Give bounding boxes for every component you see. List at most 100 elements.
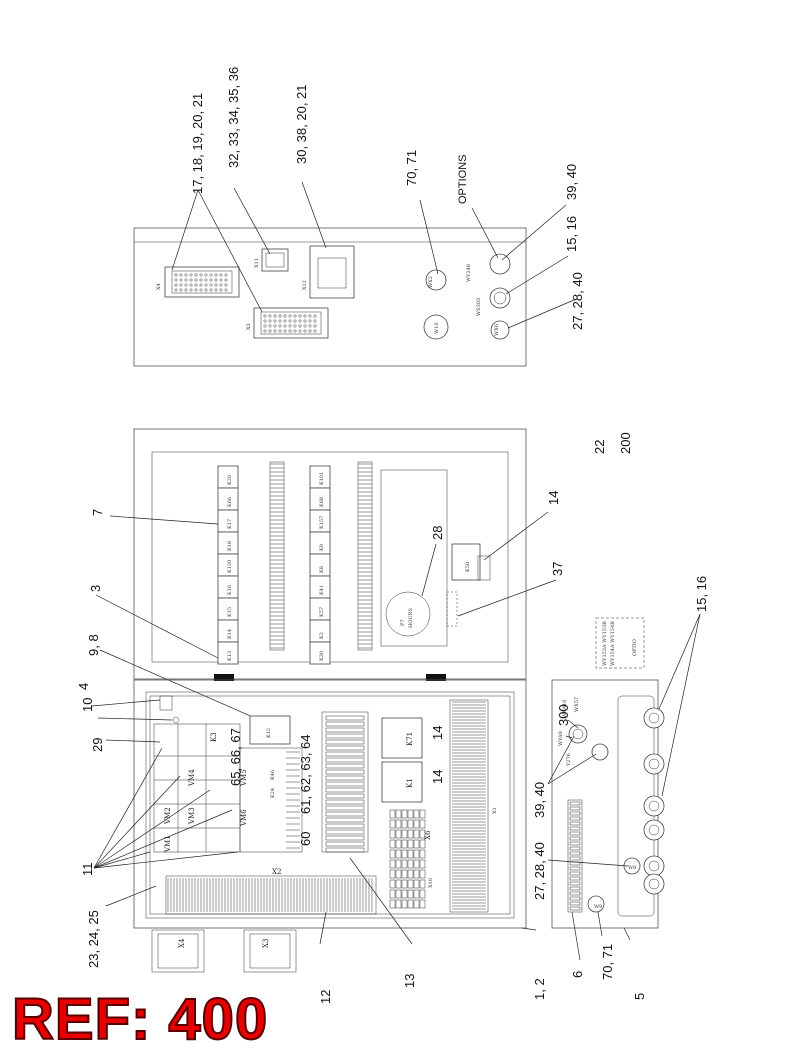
callout-12: 12: [318, 990, 333, 1004]
relay-k120-tag: K120: [227, 560, 233, 573]
x12-tag: X12: [302, 280, 308, 290]
x1-terminal-strip: [449, 699, 489, 913]
gland-terminal-row: [567, 799, 583, 913]
callout-15-16-top: 15, 16: [564, 216, 579, 252]
callout-3: 3: [88, 585, 103, 592]
callout-29: 29: [90, 738, 105, 752]
relay-k18-tag: K18: [227, 541, 233, 551]
top-connector-panel: X4 X3 X11 X12 WX2 W10 WY248 WS303: [133, 227, 527, 367]
y276-tag: Y276: [566, 753, 572, 767]
k24-tag: K24: [270, 788, 276, 798]
w10-tag: W10: [434, 322, 440, 334]
relay-k41-tag: K41: [319, 585, 325, 595]
wya9-tag: WYA9: [558, 731, 564, 746]
option-gland: [489, 253, 511, 275]
w8-tag: W8: [628, 865, 636, 871]
x2-tag: X2: [272, 868, 281, 876]
k46-tag: K46: [270, 770, 276, 780]
callout-14-k71: 14: [430, 726, 445, 740]
relay-k16-tag: K16: [227, 585, 233, 595]
vm3-tag: VM3: [188, 807, 196, 825]
callout-300: 300: [556, 704, 571, 726]
cabinet-leaders: [91, 699, 631, 961]
callout-30: 30, 38, 20, 21: [294, 84, 309, 164]
x1-tag: X1: [492, 807, 498, 814]
wy248-gland: [489, 287, 511, 309]
x3-connector: X3: [246, 307, 329, 339]
relay-k66-tag: K66: [227, 497, 233, 507]
x4-connector: X4: [156, 266, 240, 298]
x3-top-tag: X3: [246, 323, 252, 330]
top-leaders: [171, 181, 575, 329]
x4-bottom-tag: X4: [178, 938, 186, 948]
callout-1-2: 1, 2: [532, 978, 547, 1000]
opt-list-2: WY154A WY154B: [610, 621, 616, 666]
k50-tag: K50: [465, 562, 471, 572]
callout-61-64: 61, 62, 63, 64: [298, 734, 313, 814]
reference-number: REF: 400: [11, 986, 269, 1053]
wx2-tag: WX2: [428, 276, 434, 288]
hour-meter: [385, 591, 431, 637]
callout-13: 13: [402, 974, 417, 988]
callout-14-door: 14: [546, 491, 561, 505]
callout-27-28-40-top: 27, 28, 40: [570, 272, 585, 330]
vm2-tag: VM2: [164, 807, 172, 825]
relay-k8-tag: K8: [319, 566, 325, 573]
callout-11: 11: [80, 863, 95, 877]
wx57-tag: WX57: [574, 697, 580, 712]
wx2-gland: [425, 269, 447, 291]
callout-17: 17, 18, 19, 20, 21: [190, 93, 205, 194]
relay-k57-tag: K57: [319, 607, 325, 617]
x6-tag: X6: [424, 830, 432, 840]
k71-tag: K71: [406, 732, 414, 746]
vm1-tag: VM1: [164, 835, 172, 853]
opt-list-1: WY153A WY153B: [602, 621, 608, 666]
relay-k14-tag: K14: [227, 629, 233, 639]
callout-70-71-top: 70, 71: [404, 150, 419, 186]
callout-200: 200: [618, 432, 633, 454]
x3-bottom-tag: X3: [262, 939, 270, 948]
k1-tag: K1: [406, 778, 414, 788]
option-box: [595, 617, 645, 669]
callout-22: 22: [592, 440, 607, 454]
cabinet-interior: K3 VM4 VM3 VM2 VM1 K12 K46 K24 VM6 VM5 K…: [133, 679, 527, 973]
gland-plate: WXA10 WX57 Y276 WYA9 W9 W8: [551, 679, 665, 929]
x3-bottom-connector: [243, 929, 297, 973]
relay-k2-tag: K2: [319, 632, 325, 639]
callout-60: 60: [298, 832, 313, 846]
x4-bottom-connector: [151, 929, 205, 973]
x2-terminal-strip: [165, 875, 377, 915]
w10-gland: [423, 314, 449, 340]
p7-tag: P7: [400, 619, 406, 626]
vm6-tag: VM6: [240, 809, 248, 827]
callout-14-k1: 14: [430, 770, 445, 784]
wy248-tag: WY248: [466, 264, 472, 282]
vm5-tag: VM5: [240, 769, 248, 787]
relay-k68-tag: K68: [319, 497, 325, 507]
x12-connector: X12: [302, 245, 355, 299]
relay-k30-tag: K30: [319, 651, 325, 661]
wx6-gland: [490, 320, 510, 340]
relay-k101-tag: K101: [319, 472, 325, 485]
relay-k15-tag: K15: [227, 607, 233, 617]
callout-5: 5: [632, 993, 647, 1000]
callout-6: 6: [570, 971, 585, 978]
door-display-area: [380, 469, 448, 647]
callout-10: 10: [80, 698, 95, 712]
callout-options: OPTIONS: [457, 154, 469, 204]
x11-connector: X11: [254, 248, 289, 272]
k71-contactor: [381, 717, 423, 759]
x4-top-tag: X4: [156, 283, 162, 290]
callout-37: 37: [550, 562, 565, 576]
callout-28: 28: [430, 526, 445, 540]
wx6-tag: WX6: [494, 324, 500, 336]
hinge-left: [214, 674, 234, 681]
callout-32: 32, 33, 34, 35, 36: [226, 67, 241, 168]
w9-tag: W9: [594, 904, 602, 910]
callout-23-24-25: 23, 24, 25: [86, 910, 101, 968]
relay-k13-tag: K13: [227, 651, 233, 661]
door-outline: [133, 428, 527, 680]
